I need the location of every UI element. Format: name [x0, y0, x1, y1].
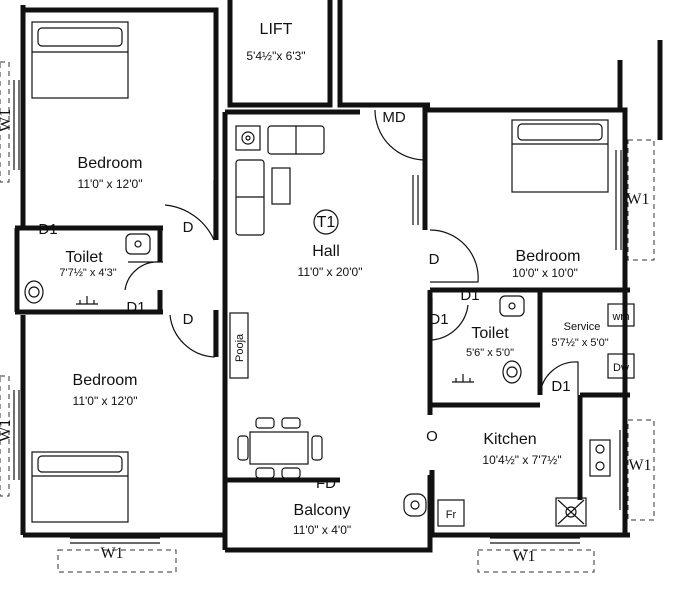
kitchen-sink-icon	[555, 497, 587, 527]
hall-tag-circle	[313, 209, 339, 235]
kitchen-name: Kitchen	[483, 431, 536, 448]
sink-icon	[403, 493, 427, 517]
d1-label: D1	[551, 378, 570, 395]
w1-label: W1	[0, 419, 14, 442]
toilet-icon	[24, 280, 44, 304]
md-label: MD	[382, 109, 405, 126]
toilet-r-size: 5'6" x 5'0"	[466, 347, 514, 359]
kitchen-size: 10'4½" x 7'7½"	[482, 453, 561, 467]
bed-icon	[31, 21, 129, 99]
dishwasher-icon	[607, 353, 635, 379]
balcony-name: Balcony	[294, 502, 351, 519]
door-label: D	[183, 219, 194, 236]
hall-tag: T1	[317, 214, 336, 231]
w1-label: W1	[626, 191, 649, 208]
bedroom-bl-name: Bedroom	[73, 372, 138, 389]
doors	[124, 109, 579, 396]
dining-table-icon	[237, 417, 323, 479]
sofa-icon	[235, 125, 325, 236]
service-size: 5'7½" x 5'0"	[551, 337, 608, 349]
table-icon	[271, 167, 291, 205]
furniture	[24, 21, 635, 527]
fr-label: Fr	[446, 509, 457, 521]
d1-label: D1	[38, 221, 57, 238]
windows	[0, 61, 655, 573]
dw-label: Dw	[613, 362, 629, 374]
w1-label: W1	[628, 457, 651, 474]
bedroom-bl-size: 11'0" x 12'0"	[73, 394, 138, 408]
w1-label: W1	[100, 545, 123, 562]
bed-icon	[31, 451, 129, 523]
toilet-l-name: Toilet	[65, 249, 103, 266]
w1-label: W1	[512, 548, 535, 565]
lift-size: 5'4½"x 6'3"	[246, 49, 305, 63]
fridge-icon	[437, 499, 465, 527]
toilet-r-name: Toilet	[471, 325, 509, 342]
bedroom-tl-name: Bedroom	[78, 155, 143, 172]
pooja-label: Pooja	[234, 333, 246, 362]
bedroom-r-size: 10'0" x 10'0"	[512, 266, 578, 280]
toilet-l-size: 7'7½" x 4'3"	[59, 267, 116, 279]
balcony-size: 11'0" x 4'0"	[293, 523, 351, 537]
lift-name: LIFT	[260, 21, 293, 38]
washing-machine-icon	[607, 303, 635, 327]
walls	[14, 0, 663, 553]
wm-label: wm	[611, 311, 629, 323]
bedroom-tl-size: 11'0" x 12'0"	[78, 177, 143, 191]
w1-label: W1	[0, 109, 14, 132]
lamp-icon	[235, 125, 261, 151]
hall-size: 11'0" x 20'0"	[298, 265, 363, 279]
d1-label: D1	[460, 287, 479, 304]
toilet-icon	[502, 360, 522, 384]
service-name: Service	[564, 321, 601, 333]
stove-icon	[589, 439, 611, 477]
hall-name: Hall	[312, 243, 340, 260]
o-label: O	[426, 428, 438, 445]
bed-icon	[511, 119, 609, 193]
bedroom-r-name: Bedroom	[516, 248, 581, 265]
sink-icon	[125, 233, 151, 255]
d1-label: D1	[429, 311, 448, 328]
fd-label: FD	[316, 475, 336, 492]
pooja-cabinet	[229, 312, 249, 379]
door-label: D	[429, 251, 440, 268]
labels: LIFT 5'4½"x 6'3" Bedroom 11'0" x 12'0" T…	[0, 21, 652, 565]
sink-icon	[499, 295, 525, 317]
d1-label: D1	[126, 299, 145, 316]
door-label: D	[183, 311, 194, 328]
